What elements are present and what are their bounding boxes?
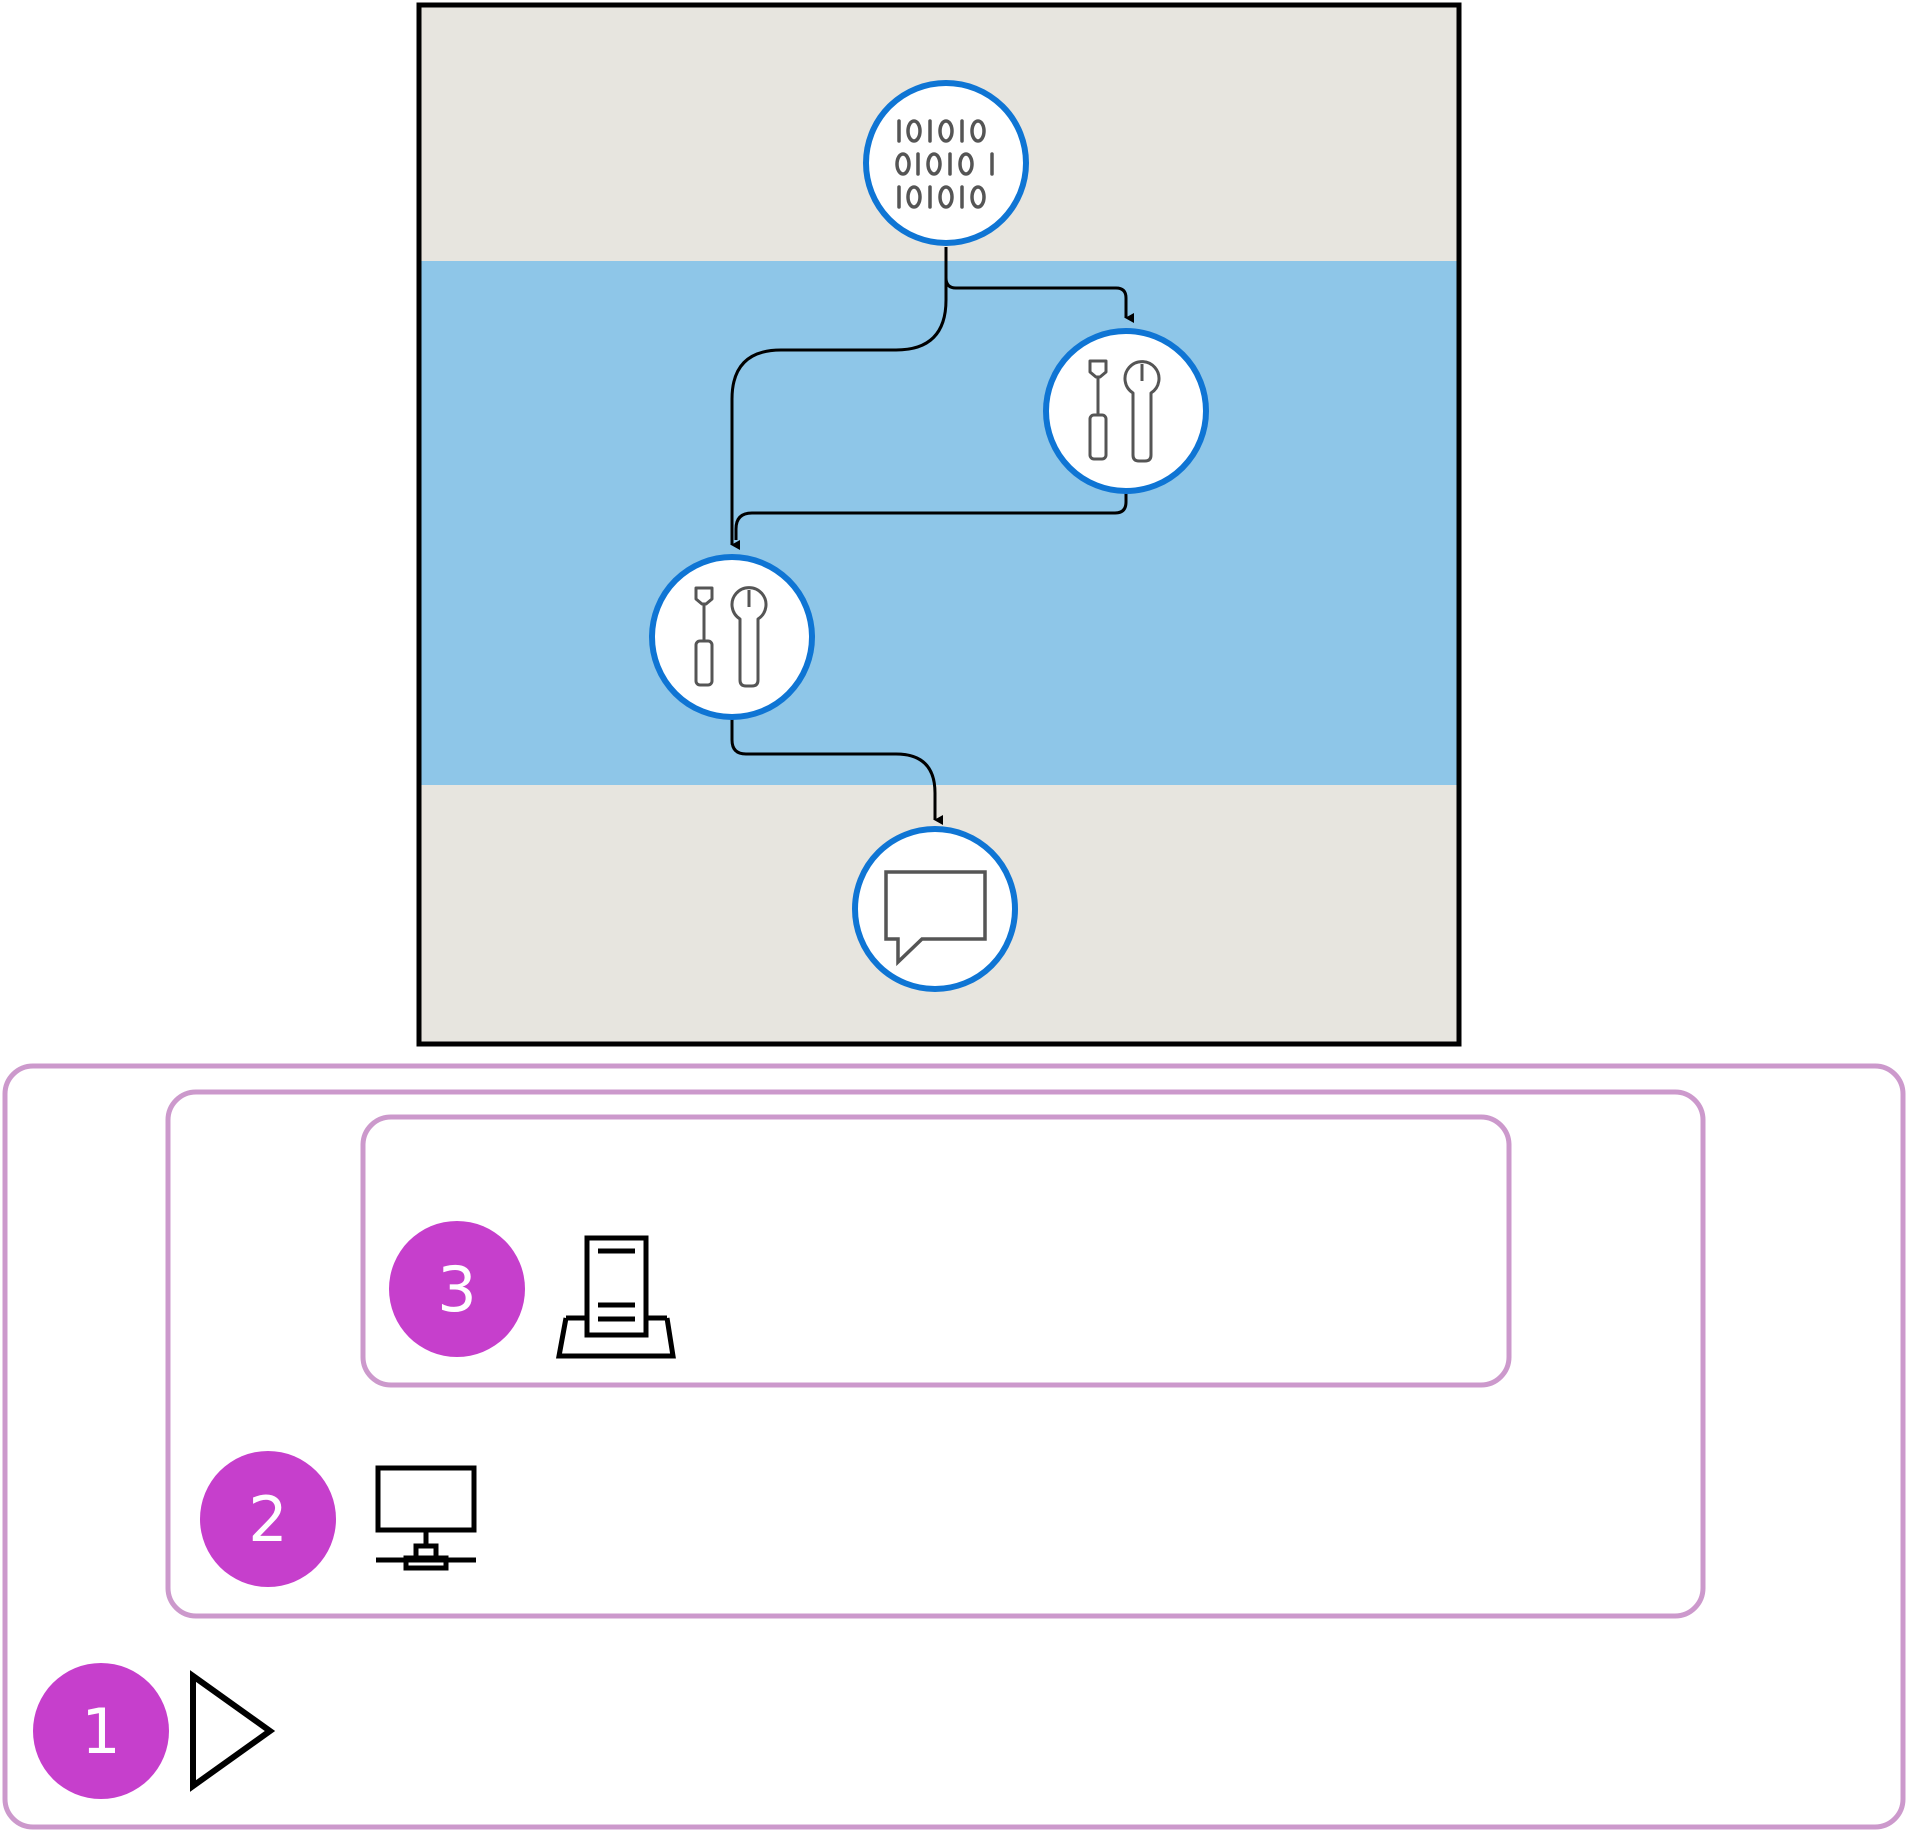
node-tool-left[interactable]: [649, 554, 815, 720]
binary-data-icon: [895, 119, 994, 209]
tools-icon: [694, 586, 768, 688]
band-middle: [420, 261, 1458, 785]
play-triangle-icon: [190, 1670, 276, 1792]
node-data-source[interactable]: [863, 80, 1029, 246]
flow-frame: [416, 2, 1462, 1047]
connector-source-to-tool-left: [730, 247, 948, 550]
badge-2-label: 2: [248, 1483, 287, 1556]
server-tower-icon: [555, 1235, 676, 1359]
node-output-message[interactable]: [852, 826, 1018, 992]
badge-1-label: 1: [81, 1695, 120, 1768]
frame-border: [416, 2, 1462, 1047]
connector-tool-left-to-output: [730, 718, 943, 825]
badge-1: 1: [33, 1663, 169, 1799]
connectors: [730, 247, 1134, 825]
tools-icon: [1088, 359, 1161, 463]
badge-3: 3: [389, 1221, 525, 1357]
badge-2: 2: [200, 1451, 336, 1587]
chat-bubble-icon: [884, 870, 987, 967]
badge-3-label: 3: [437, 1253, 476, 1326]
connector-tool-right-to-tool-left: [734, 491, 1128, 540]
container-level-2: [165, 1089, 1706, 1619]
container-level-1: [2, 1063, 1906, 1830]
container-level-3: [360, 1114, 1512, 1388]
node-tool-right[interactable]: [1043, 328, 1209, 494]
network-computer-icon: [375, 1465, 477, 1571]
